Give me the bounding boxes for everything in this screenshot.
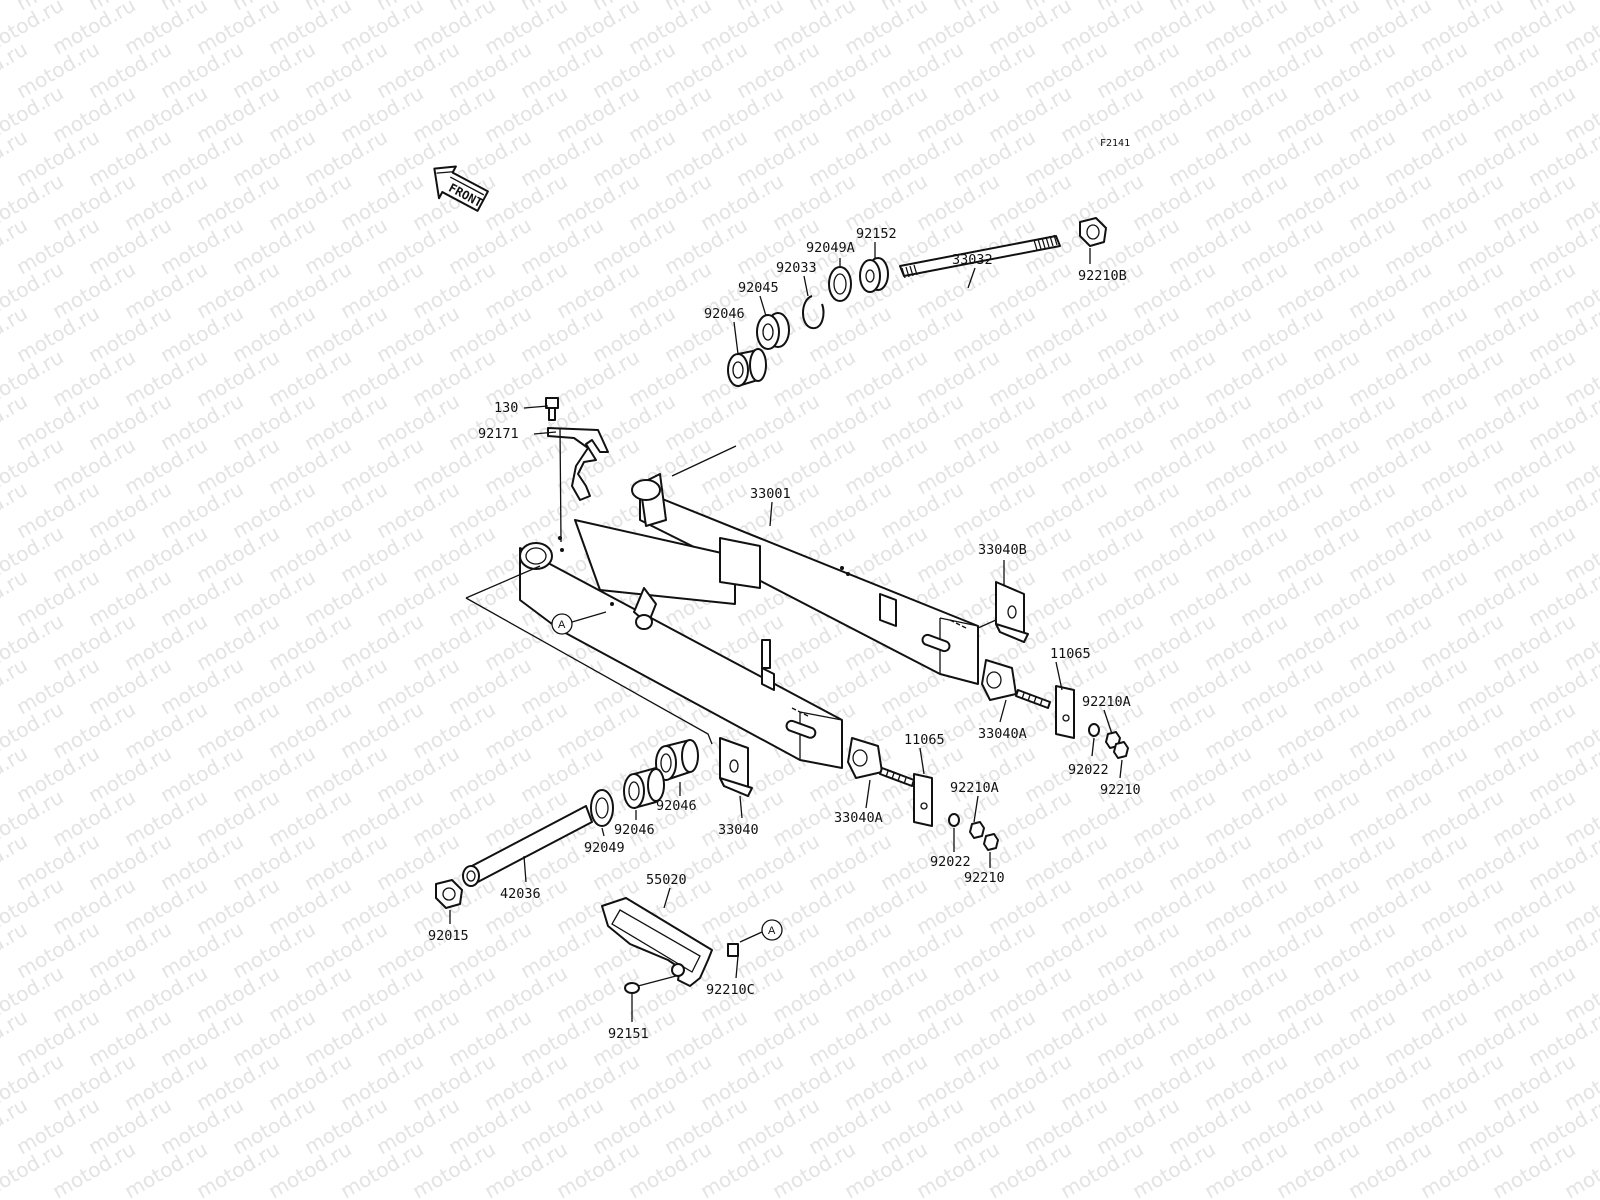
collar-92152 bbox=[859, 257, 889, 293]
nut-92210-mid bbox=[983, 833, 999, 851]
label-92049: 92049 bbox=[584, 840, 625, 856]
label-92210-mid: 92210 bbox=[964, 870, 1005, 886]
bolt-92210C bbox=[727, 931, 763, 957]
svg-text:A: A bbox=[558, 619, 566, 631]
nut-92210B bbox=[1079, 217, 1107, 247]
washer-92022-right bbox=[1088, 723, 1100, 737]
label-92022-mid: 92022 bbox=[930, 854, 971, 870]
adjuster-bracket-33040 bbox=[719, 737, 753, 797]
label-92046-b1: 92046 bbox=[656, 798, 697, 814]
circlip-92033 bbox=[802, 295, 825, 330]
adjuster-plate-11065-mid bbox=[913, 773, 933, 827]
front-arrow-icon: FRONT bbox=[433, 165, 489, 212]
nut-92210-right bbox=[1113, 741, 1129, 759]
label-11065-right: 11065 bbox=[1050, 646, 1091, 662]
label-11065-mid: 11065 bbox=[904, 732, 945, 748]
label-42036: 42036 bbox=[500, 886, 541, 902]
label-33001: 33001 bbox=[750, 486, 791, 502]
needle-bearing-92046-b2 bbox=[623, 767, 665, 809]
hose-clamp-92171 bbox=[547, 427, 609, 501]
label-92015: 92015 bbox=[428, 928, 469, 944]
needle-bearing-92046-top bbox=[727, 348, 767, 387]
svg-text:A: A bbox=[768, 925, 776, 937]
label-55020: 55020 bbox=[646, 872, 687, 888]
label-92049A: 92049A bbox=[806, 240, 855, 256]
leader-lines bbox=[449, 242, 1123, 1022]
swingarm-33001 bbox=[519, 473, 979, 769]
label-33040A-mid: 33040A bbox=[834, 810, 883, 826]
label-92210A-right: 92210A bbox=[1082, 694, 1131, 710]
seal-92049 bbox=[590, 789, 614, 827]
label-33032: 33032 bbox=[952, 252, 993, 268]
label-92210C: 92210C bbox=[706, 982, 755, 998]
washer-92022-mid bbox=[948, 813, 960, 827]
bearing-92045 bbox=[756, 312, 790, 350]
label-92033: 92033 bbox=[776, 260, 817, 276]
label-33040B: 33040B bbox=[978, 542, 1027, 558]
seal-92049A bbox=[828, 266, 852, 302]
screw-92151 bbox=[624, 975, 677, 994]
label-92210-right: 92210 bbox=[1100, 782, 1141, 798]
label-92022-right: 92022 bbox=[1068, 762, 1109, 778]
ref-marker-a-lower: A bbox=[761, 919, 783, 941]
label-130: 130 bbox=[494, 400, 518, 416]
diagram-code: F2141 bbox=[1100, 138, 1130, 149]
label-92046-b2: 92046 bbox=[614, 822, 655, 838]
pivot-shaft-33032 bbox=[899, 234, 1061, 279]
label-92151: 92151 bbox=[608, 1026, 649, 1042]
label-92210A-mid: 92210A bbox=[950, 780, 999, 796]
adjuster-plate-11065-right bbox=[1055, 685, 1075, 739]
needle-bearing-92046-b1 bbox=[655, 739, 699, 781]
adjuster-block-33040A-mid bbox=[847, 737, 915, 787]
nut-92210A-mid bbox=[969, 821, 985, 839]
label-33040: 33040 bbox=[718, 822, 759, 838]
label-92152: 92152 bbox=[856, 226, 897, 242]
reference-leader-lines bbox=[465, 565, 713, 745]
adjuster-block-33040A-right bbox=[981, 659, 1051, 709]
label-92046-top: 92046 bbox=[704, 306, 745, 322]
label-92171: 92171 bbox=[478, 426, 519, 442]
bolt-130 bbox=[545, 397, 559, 421]
label-92210B: 92210B bbox=[1078, 268, 1127, 284]
ref-marker-a-upper: A bbox=[551, 611, 607, 635]
pivot-collar-42036 bbox=[462, 805, 593, 887]
label-33040A-right: 33040A bbox=[978, 726, 1027, 742]
label-92045: 92045 bbox=[738, 280, 779, 296]
part-labels: 33032 92210B 92152 92049A 92033 92045 92… bbox=[428, 226, 1141, 1042]
adjuster-bracket-33040B bbox=[977, 581, 1029, 643]
nut-92015 bbox=[435, 879, 463, 909]
chain-guard-55020 bbox=[601, 897, 713, 987]
